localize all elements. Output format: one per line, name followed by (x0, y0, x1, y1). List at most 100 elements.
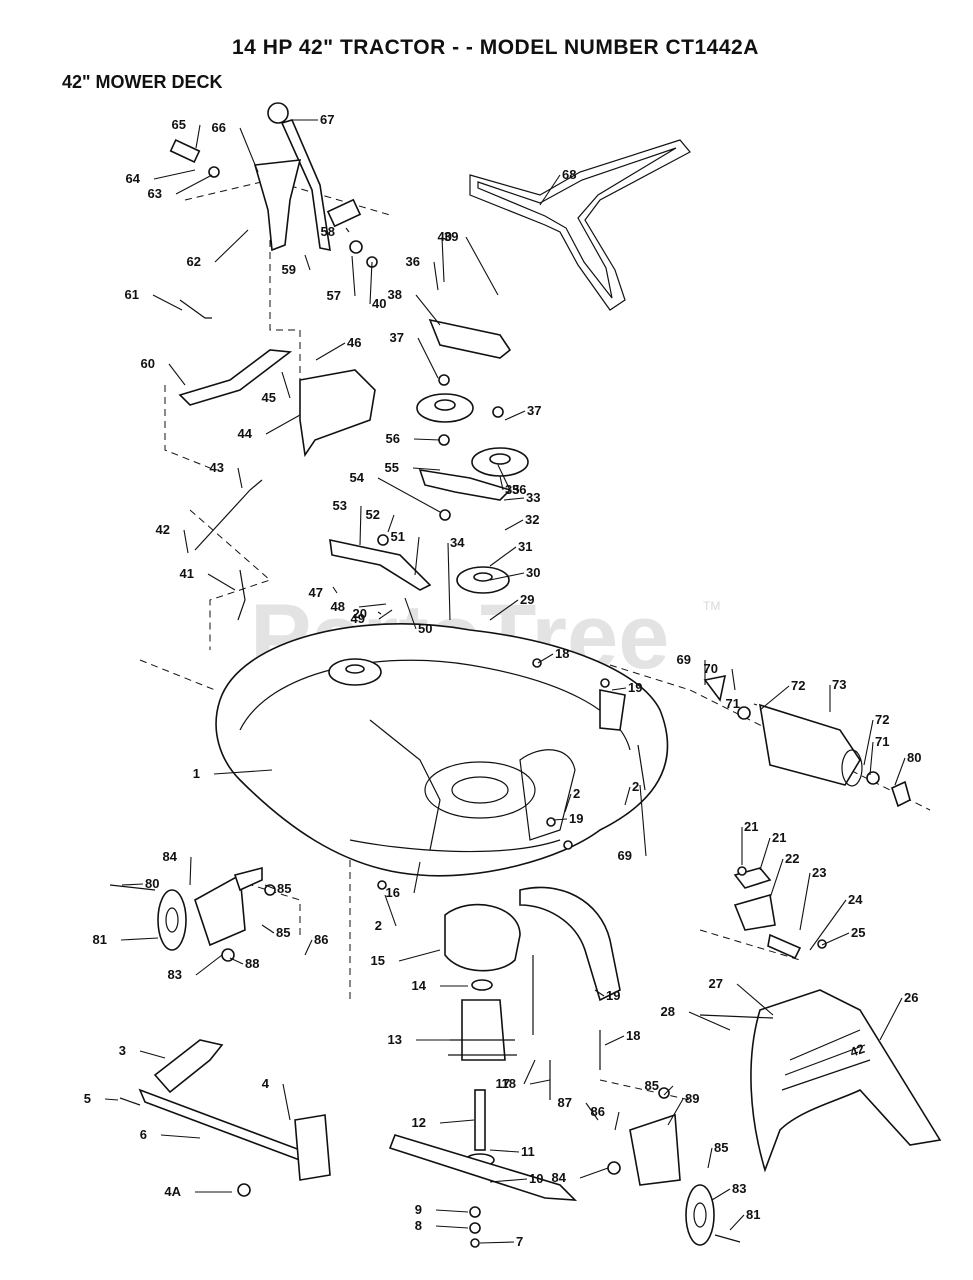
part-callout-85: 85 (714, 1140, 728, 1155)
part-callout-63: 63 (148, 186, 162, 201)
part-callout-80: 80 (145, 876, 159, 891)
leader-line (447, 542, 451, 621)
part-callout-88: 88 (245, 956, 259, 971)
part-callout-33: 33 (526, 490, 540, 505)
leader-line (229, 957, 244, 965)
leader-line (707, 1147, 713, 1169)
spring (179, 299, 212, 319)
leader-line (152, 294, 183, 311)
lever-knob (267, 102, 289, 124)
leader-line (503, 497, 525, 501)
leader-line (195, 954, 223, 976)
part-callout-5: 5 (84, 1091, 91, 1106)
part-callout-85: 85 (276, 925, 290, 940)
part-callout-55: 55 (385, 460, 399, 475)
leader-line (504, 410, 526, 421)
front-hanger (119, 1039, 331, 1197)
leader-line (611, 687, 627, 691)
leader-line (120, 937, 159, 941)
part-callout-85: 85 (277, 881, 291, 896)
part-callout-71: 71 (875, 734, 889, 749)
part-callout-19: 19 (606, 988, 620, 1003)
stabilizer-bracket (519, 689, 626, 1002)
part-callout-45: 45 (262, 390, 276, 405)
leader-line (265, 414, 301, 435)
part-callout-72: 72 (875, 712, 889, 727)
discharge-chute: 42 (703, 674, 942, 1173)
part-callout-4A: 4A (164, 1184, 181, 1199)
part-callout-73: 73 (832, 677, 846, 692)
mower-deck (215, 623, 669, 877)
leader-line (711, 1188, 731, 1201)
leader-line (359, 505, 362, 546)
part-callout-7: 7 (516, 1234, 523, 1249)
leader-line (384, 894, 397, 927)
leader-line (465, 236, 499, 296)
part-callout-52: 52 (366, 507, 380, 522)
part-callout-20: 20 (353, 606, 367, 621)
leader-line (667, 1098, 684, 1126)
part-callout-26: 26 (904, 990, 918, 1005)
leader-line (731, 668, 736, 691)
part-callout-4: 4 (262, 1076, 270, 1091)
hanger-bracket (237, 569, 246, 621)
section-title: 42" MOWER DECK (62, 72, 223, 92)
leader-line (441, 236, 445, 283)
part-callout-14: 14 (412, 978, 427, 993)
part-callout-69: 69 (677, 652, 691, 667)
leader-line (207, 573, 236, 591)
part-callout-2: 2 (375, 918, 382, 933)
leader-line (214, 229, 249, 263)
chute-bracket (733, 867, 802, 960)
leader-line (579, 1167, 609, 1179)
leader-line (332, 586, 338, 594)
part-callout-29: 29 (520, 592, 534, 607)
lift-link (178, 349, 293, 406)
leader-line (504, 519, 524, 531)
part-callout-66: 66 (212, 120, 226, 135)
leader-line (415, 294, 441, 326)
part-callout-83: 83 (168, 967, 182, 982)
part-callout-10: 10 (529, 1171, 543, 1186)
gauge-wheel-right (607, 1113, 741, 1246)
gauge-wheel-left (109, 866, 263, 962)
leader-line (175, 174, 213, 195)
lever-spring (326, 198, 362, 228)
leader-line (594, 989, 605, 997)
leader-line (439, 1119, 475, 1124)
deck-arm (329, 538, 432, 591)
idler-bracket (428, 318, 512, 359)
part-callout-54: 54 (350, 470, 365, 485)
leader-line (377, 477, 441, 513)
part-callout-41: 41 (180, 566, 194, 581)
part-callout-62: 62 (187, 254, 201, 269)
blade-spindle-assembly (388, 903, 578, 1248)
part-callout-71: 71 (726, 696, 740, 711)
part-callout-24: 24 (848, 892, 863, 907)
part-callout-39: 39 (444, 229, 458, 244)
part-callout-2: 2 (632, 779, 639, 794)
leader-line (345, 227, 350, 233)
chute-hinge-rod (758, 703, 861, 786)
part-callout-84: 84 (163, 849, 178, 864)
part-callout-40: 40 (438, 229, 452, 244)
leader-line (195, 124, 201, 149)
part-callout-2: 2 (573, 786, 580, 801)
part-callout-28: 28 (661, 1004, 675, 1019)
part-callout-12: 12 (412, 1115, 426, 1130)
part-callout-58: 58 (321, 224, 335, 239)
leader-line (759, 685, 790, 711)
spindle-housing (461, 999, 506, 1061)
leader-line (736, 983, 774, 1016)
part-callout-23: 23 (812, 865, 826, 880)
leader-line (663, 1085, 674, 1096)
part-callout-68: 68 (562, 167, 576, 182)
part-callout-57: 57 (327, 288, 341, 303)
leader-line (688, 1011, 731, 1031)
part-callout-30: 30 (526, 565, 540, 580)
part-callout-81: 81 (93, 932, 107, 947)
part-callout-25: 25 (851, 925, 865, 940)
leader-line (729, 1214, 745, 1231)
leader-line (160, 1134, 201, 1139)
leader-line (614, 1111, 620, 1131)
